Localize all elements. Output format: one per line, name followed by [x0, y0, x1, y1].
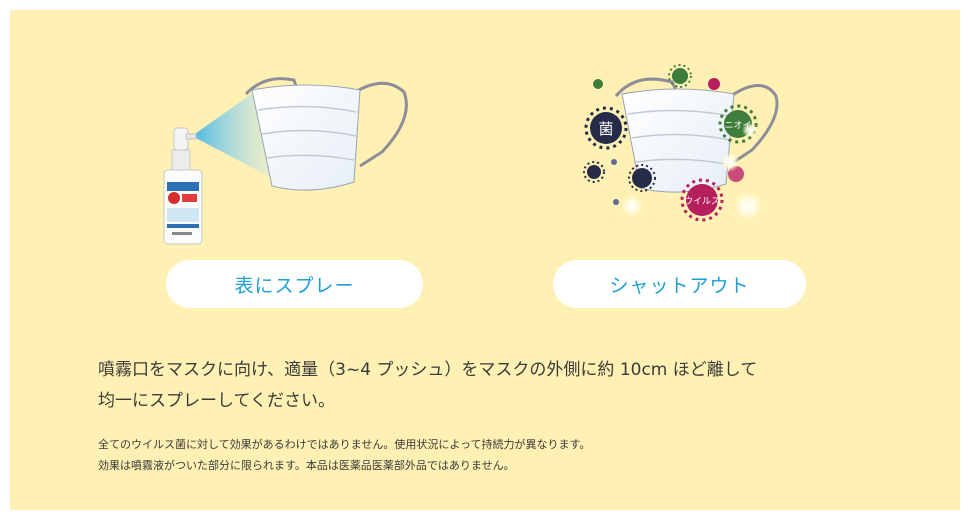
- mask-left: [244, 77, 408, 191]
- spray-front-button[interactable]: 表にスプレー: [166, 260, 423, 308]
- germ-virus-label: ウイルス: [684, 196, 720, 207]
- instruction-line-2: 均一にスプレーしてください。: [98, 391, 335, 411]
- disclaimer-line-1: 全てのウイルス菌に対して効果があるわけではありません。使用状況によって持続力が異…: [98, 438, 591, 451]
- germ-virus-icon: ウイルス: [680, 178, 724, 222]
- germ-bacteria-label: 菌: [598, 120, 613, 138]
- shut-out-button[interactable]: シャットアウト: [553, 260, 806, 308]
- instruction-text: 噴霧口をマスクに向け、適量（3~4 プッシュ）をマスクの外側に約 10cm ほど…: [98, 355, 898, 417]
- germ-small-icon: [583, 64, 744, 205]
- content-panel: 菌 ニオイ ウイルス: [10, 10, 960, 510]
- germ-odor-label: ニオイ: [724, 120, 751, 131]
- germ-bacteria-icon: 菌: [584, 106, 628, 150]
- disclaimer-line-2: 効果は噴霧液がついた部分に限られます。本品は医薬品医薬部外品ではありません。: [98, 459, 515, 472]
- spray-bottle: [163, 127, 203, 245]
- spray-mist: [192, 88, 272, 178]
- disclaimer-notes: 全てのウイルス菌に対して効果があるわけではありません。使用状況によって持続力が異…: [98, 434, 898, 476]
- mask-right: [614, 77, 779, 193]
- sparkle-effects: [620, 122, 764, 222]
- instruction-line-1: 噴霧口をマスクに向け、適量（3~4 プッシュ）をマスクの外側に約 10cm ほど…: [98, 360, 758, 380]
- spray-mask-illustration: 菌 ニオイ ウイルス: [163, 64, 779, 245]
- germ-cluster: 菌 ニオイ ウイルス: [583, 64, 758, 222]
